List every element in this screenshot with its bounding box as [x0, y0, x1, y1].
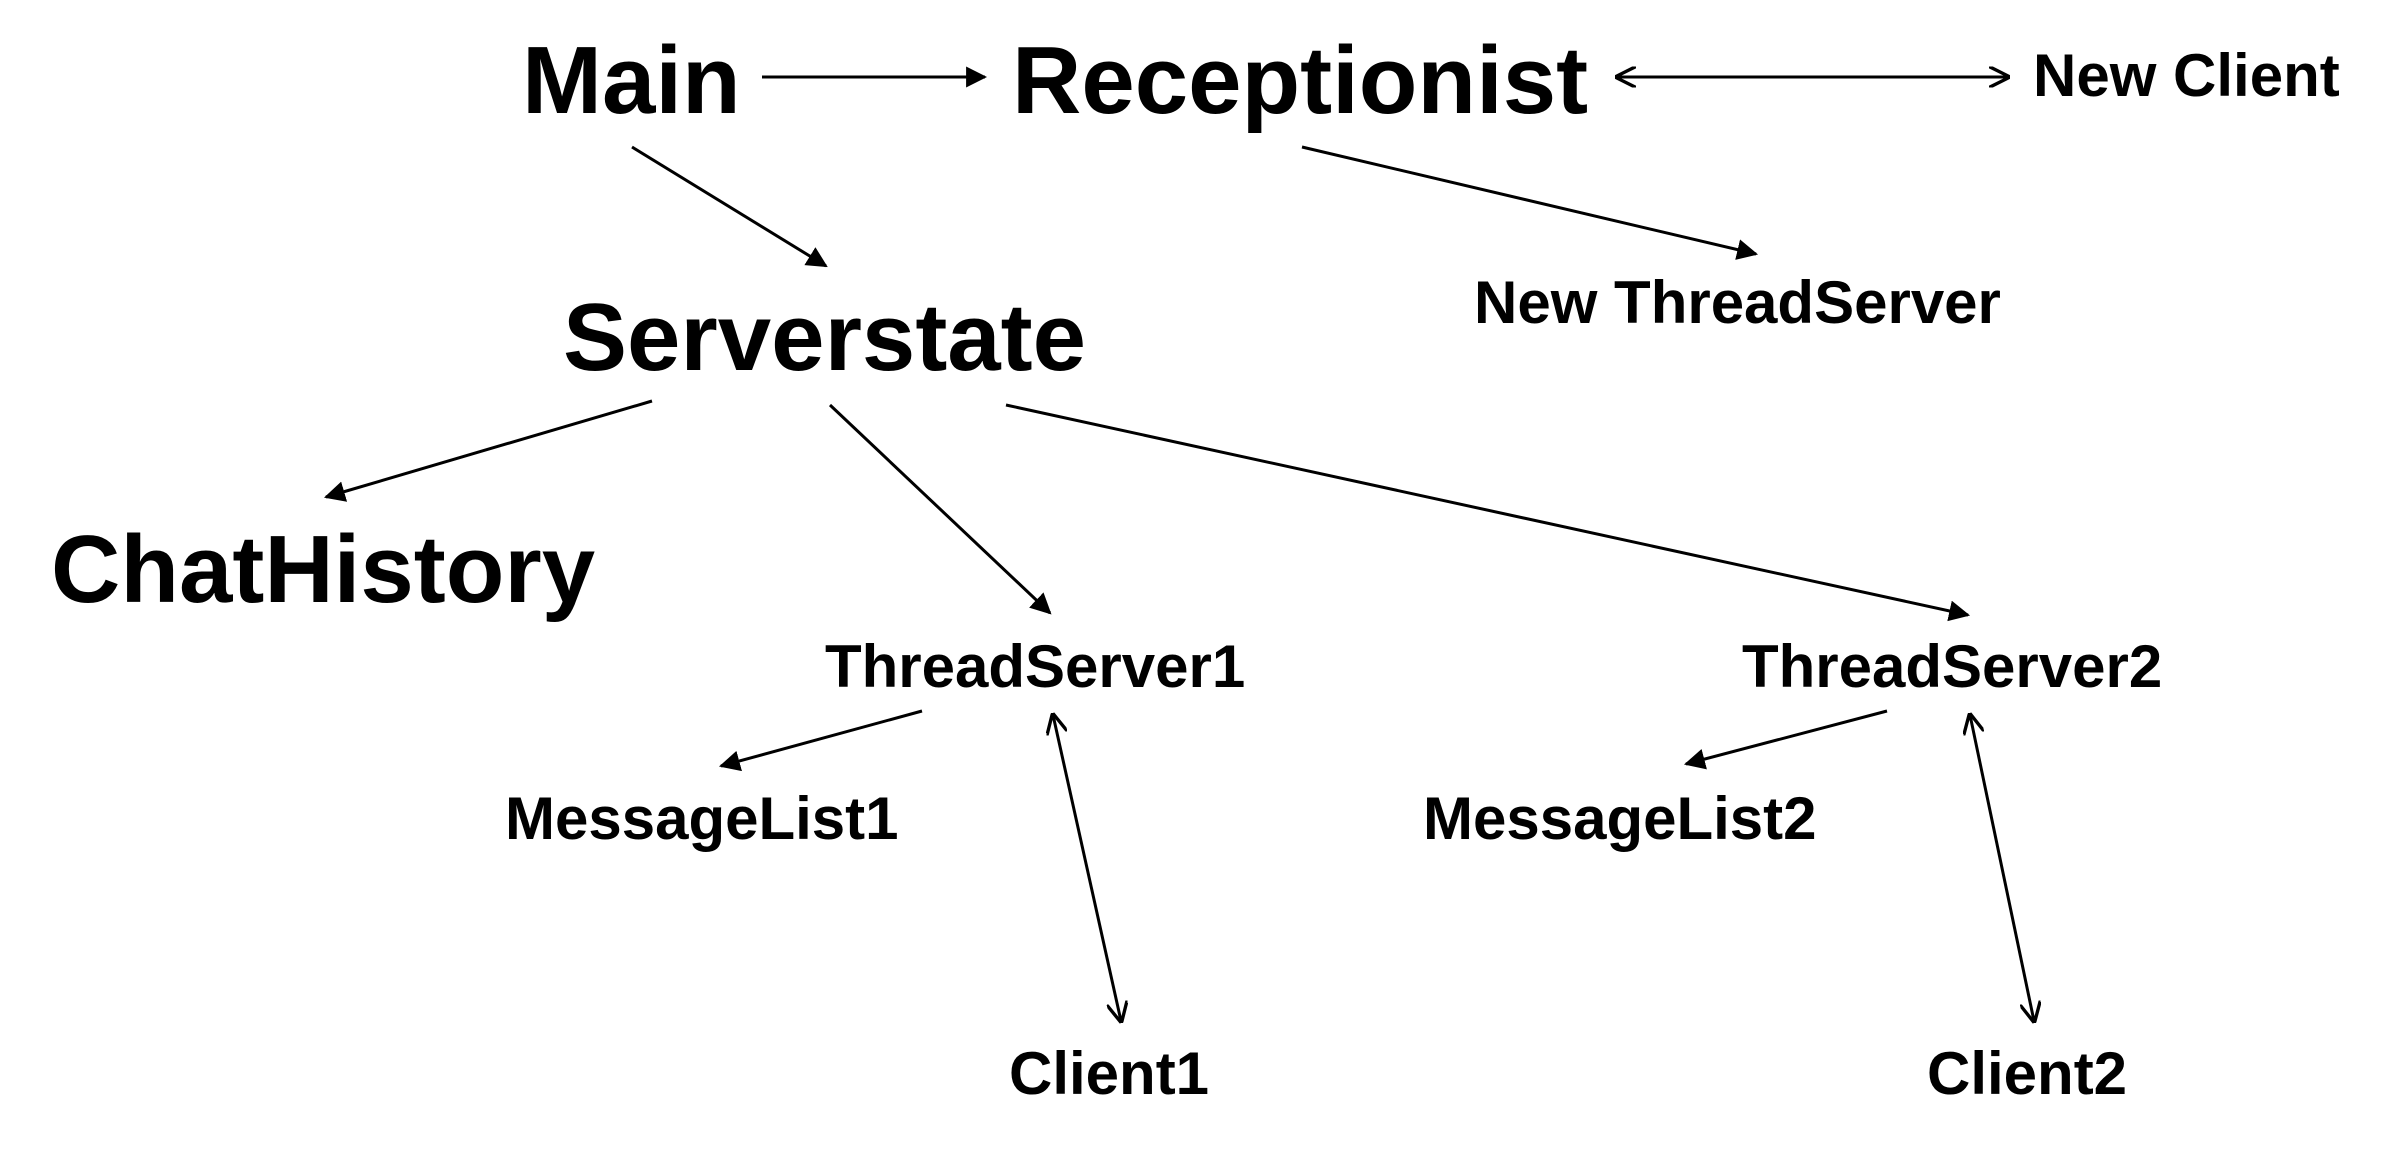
edge-threadserver2-messagelist2: [1683, 709, 1888, 770]
node-messagelist2: MessageList2: [1423, 785, 1817, 852]
edge-serverstate-threadserver1: [828, 403, 1052, 615]
edge-threadserver1-messagelist1: [718, 709, 923, 772]
node-client1: Client1: [1009, 1040, 1209, 1107]
edge-serverstate-chathistory: [323, 399, 653, 502]
edges: [323, 66, 2034, 1021]
node-new-client: New Client: [2033, 42, 2340, 109]
node-serverstate: Serverstate: [563, 284, 1086, 391]
node-messagelist1: MessageList1: [505, 785, 899, 852]
node-chathistory: ChatHistory: [51, 516, 595, 623]
node-new-threadserver: New ThreadServer: [1474, 269, 2001, 336]
edge-receptionist-new-threadserver: [1301, 145, 1759, 260]
node-receptionist: Receptionist: [1012, 27, 1588, 134]
edge-main-serverstate: [631, 145, 828, 268]
edge-threadserver1-client1: [1053, 715, 1121, 1021]
node-client2: Client2: [1927, 1040, 2127, 1107]
node-main: Main: [522, 27, 741, 134]
node-threadserver2: ThreadServer2: [1742, 633, 2162, 700]
edge-threadserver2-client2: [1970, 715, 2034, 1021]
node-threadserver1: ThreadServer1: [825, 633, 1245, 700]
edge-serverstate-threadserver2: [1005, 403, 1971, 622]
nodes: Main Receptionist New Client Serverstate…: [51, 27, 2340, 1107]
